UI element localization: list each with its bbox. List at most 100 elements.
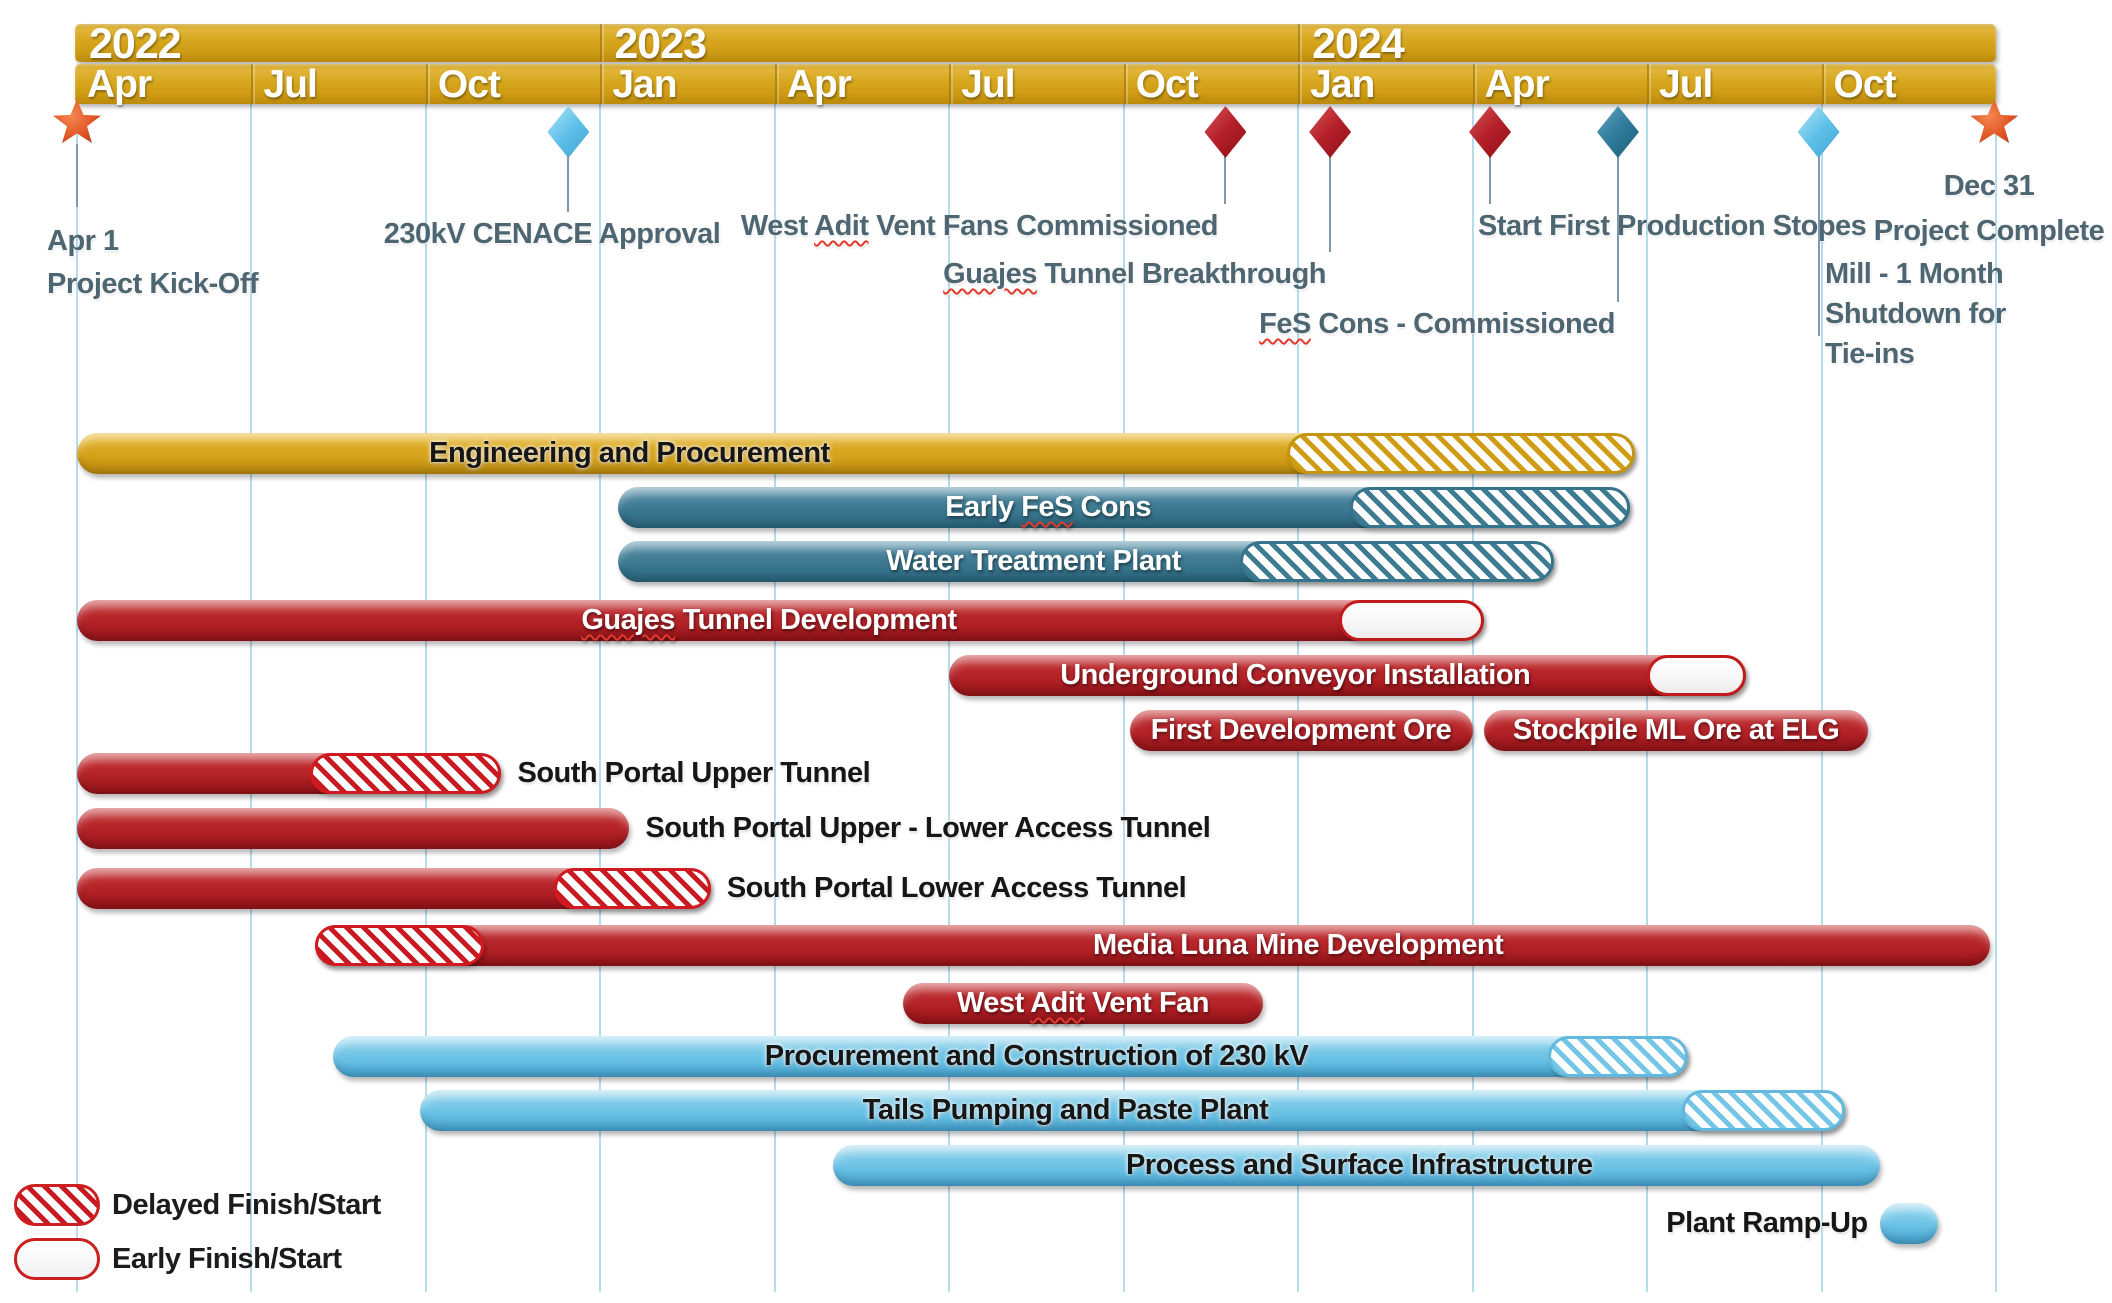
quarter-gridline [773,104,776,1292]
milestone-label-shutdown-for: Shutdown for [1825,298,2006,330]
spellcheck-underline: Adit [814,210,869,242]
delayed-segment-south-portal-upper-tunnel [309,753,502,794]
year-cell-2023: 2023 [600,23,1312,66]
bar-label-media-luna-mine-development: Media Luna Mine Development [1092,929,1504,961]
gantt-bar-procurement-and-construction-of-230-kv [332,1036,1688,1077]
early-finish-swatch-icon [14,1238,100,1280]
milestone-label-start-first-production-stopes: Start First Production Stopes [1478,210,1867,242]
milestone-label-dec-31: Dec 31 [1943,170,2035,202]
delayed-segment-south-portal-lower-access-tunnel [553,868,711,909]
bar-label-south-portal-upper-lower-access-tunnel: South Portal Upper - Lower Access Tunnel [645,812,1211,844]
gantt-bar-west-adit-vent-fan [902,983,1264,1024]
milestone-diamond-icon [547,106,590,158]
quarter-gridline [1994,104,1997,1292]
month-cell-jul-3: Jul [251,64,437,106]
legend-label-early: Early Finish/Start [112,1243,342,1275]
milestone-leader-line [1616,152,1619,302]
quarter-gridline [599,104,602,1292]
milestone-label-project-complete: Project Complete [1873,215,2105,247]
gantt-bar-stockpile-ml-ore-at-elg [1484,710,1868,751]
bar-label-south-portal-lower-access-tunnel: South Portal Lower Access Tunnel [726,872,1187,904]
month-cell-oct-6: Oct [425,64,612,106]
month-cell-oct-30: Oct [1821,64,2008,106]
quarter-gridline [424,104,427,1292]
bar-label-tails-pumping-and-paste-plant: Tails Pumping and Paste Plant [862,1094,1269,1126]
month-cell-oct-18: Oct [1123,64,1310,106]
spellcheck-underline: Guajes [581,604,676,636]
early-segment-guajes-tunnel-development [1338,600,1485,641]
delayed-segment-water-treatment-plant [1239,541,1554,582]
milestone-leader-line [567,152,570,212]
month-cell-jan-9: Jan [600,64,786,106]
milestone-leader-line [1817,152,1820,336]
spellcheck-underline: FeS [1259,308,1311,340]
delayed-segment-media-luna-mine-development [315,925,485,966]
gantt-bar-water-treatment-plant [617,541,1554,582]
milestone-diamond-icon [1797,106,1840,158]
gantt-bar-south-portal-upper-lower-access-tunnel [77,808,630,849]
gantt-bar-early-fes-cons [617,487,1630,528]
gantt-bar-guajes-tunnel-development [77,600,1485,641]
bar-label-underground-conveyor-installation: Underground Conveyor Installation [1060,659,1531,691]
milestone-leader-line [76,144,78,207]
milestone-diamond-icon [1204,106,1247,158]
milestone-label-project-kick-off: Project Kick-Off [47,268,259,300]
bar-label-first-development-ore: First Development Ore [1150,714,1452,746]
bar-label-engineering-and-procurement: Engineering and Procurement [429,437,830,469]
milestone-label-230kv-cenace-approval: 230kV CENACE Approval [383,218,721,250]
quarter-gridline [76,104,78,1292]
spellcheck-underline: Guajes [943,258,1037,290]
gantt-bar-engineering-and-procurement [77,433,1636,474]
quarter-gridline [1820,104,1823,1292]
month-cell-jul-27: Jul [1647,64,1833,106]
month-cell-apr-24: Apr [1472,64,1659,106]
delayed-segment-tails-pumping-and-paste-plant [1681,1090,1845,1131]
delayed-segment-engineering-and-procurement [1286,433,1636,474]
milestone-leader-line [1224,152,1227,204]
early-segment-underground-conveyor-installation [1647,655,1746,696]
bar-label-guajes-tunnel-development: Guajes Tunnel Development [581,604,957,636]
milestone-label-guajes-tunnel-breakthrough: Guajes Tunnel Breakthrough [943,258,1326,290]
gantt-bar-plant-ramp-up [1879,1203,1938,1244]
quarter-gridline [1122,104,1125,1292]
quarter-gridline [1471,104,1474,1292]
milestone-leader-line [1329,152,1332,252]
gantt-bar-underground-conveyor-installation [949,655,1746,696]
month-cell-apr-0: Apr [87,63,152,106]
gantt-bar-first-development-ore [1129,710,1473,751]
bar-label-water-treatment-plant: Water Treatment Plant [886,545,1181,577]
milestone-label-tie-ins: Tie-ins [1825,338,1915,370]
delayed-finish-swatch-icon [14,1184,100,1226]
milestone-label-west-adit-vent-fans-commissioned: West Adit Vent Fans Commissioned [740,210,1219,242]
milestone-diamond-icon [1469,106,1512,158]
bar-label-procurement-and-construction-of-230-kv: Procurement and Construction of 230 kV [764,1040,1309,1072]
bar-label-south-portal-upper-tunnel: South Portal Upper Tunnel [517,757,871,789]
month-cell-jan-21: Jan [1298,64,1484,106]
year-cell-2022: 2022 [89,20,182,68]
bar-label-early-fes-cons: Early FeS Cons [945,491,1151,523]
quarter-gridline [1646,104,1649,1292]
month-cell-apr-12: Apr [774,64,961,106]
gantt-bar-process-and-surface-infrastructure [832,1145,1880,1186]
milestone-label-mill-1-month: Mill - 1 Month [1825,258,2004,290]
gantt-bar-tails-pumping-and-paste-plant [420,1090,1845,1131]
quarter-gridline [1297,104,1300,1292]
year-cell-2024: 2024 [1298,23,2010,66]
quarter-gridline [948,104,951,1292]
month-cell-jul-15: Jul [949,64,1135,106]
milestone-diamond-icon [1309,106,1352,158]
gantt-bar-south-portal-lower-access-tunnel [77,868,711,909]
milestone-label-fes-cons-commissioned: FeS Cons - Commissioned [1259,308,1615,340]
gantt-bar-media-luna-mine-development [315,925,1991,966]
bar-label-west-adit-vent-fan: West Adit Vent Fan [956,987,1210,1019]
bar-label-plant-ramp-up: Plant Ramp-Up [1666,1207,1868,1239]
bar-label-stockpile-ml-ore-at-elg: Stockpile ML Ore at ELG [1512,714,1840,746]
milestone-leader-line [1489,152,1492,204]
delayed-segment-early-fes-cons [1350,487,1630,528]
bar-label-process-and-surface-infrastructure: Process and Surface Infrastructure [1125,1149,1593,1181]
quarter-gridline [250,104,253,1292]
spellcheck-underline: FeS [1021,491,1073,523]
